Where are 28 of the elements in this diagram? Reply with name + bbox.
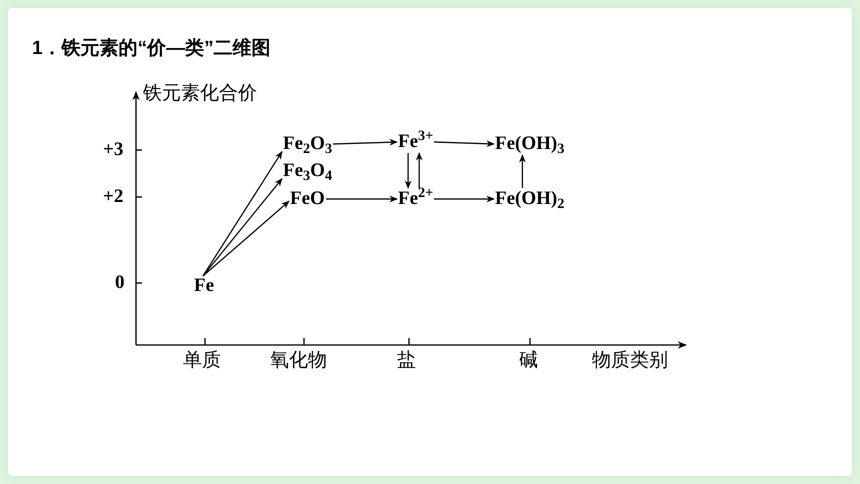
- arrow: [202, 178, 283, 276]
- axis-tick-label: 碱: [519, 350, 538, 372]
- formula-label: Fe: [193, 275, 216, 297]
- axis-tick-label: 0: [115, 272, 124, 294]
- arrow: [434, 140, 495, 148]
- formula-label: Fe$_{2}$O$_{3}$: [282, 133, 334, 155]
- axis-tick-label: 单质: [183, 350, 221, 372]
- arrow: [202, 151, 282, 276]
- axis-tick-label: +2: [103, 186, 124, 208]
- formula-label: Fe$_{3}$O$_{4}$: [282, 160, 334, 182]
- axis-tick-label: 盐: [397, 350, 416, 372]
- heading: 1．铁元素的“价—类”二维图: [32, 36, 271, 61]
- formula-label: FeO: [289, 188, 326, 210]
- arrow: [519, 154, 526, 188]
- formula-label: Fe(OH)$_{3}$: [494, 133, 566, 155]
- arrow: [332, 138, 398, 146]
- formula-label: Fe$^{2+}$: [397, 188, 434, 210]
- arrow: [404, 153, 412, 189]
- axis-tick-label: +3: [103, 139, 124, 161]
- arrow: [326, 196, 398, 202]
- axis-title: 铁元素化合价: [143, 83, 257, 105]
- axis-tick-label: 氧化物: [270, 350, 327, 372]
- formula-label: Fe$^{3+}$: [397, 131, 434, 153]
- axis-title: 物质类别: [592, 350, 668, 372]
- arrow: [434, 196, 495, 202]
- formula-label: Fe(OH)$_{2}$: [494, 188, 566, 210]
- arrow: [202, 200, 290, 277]
- arrow: [416, 152, 423, 188]
